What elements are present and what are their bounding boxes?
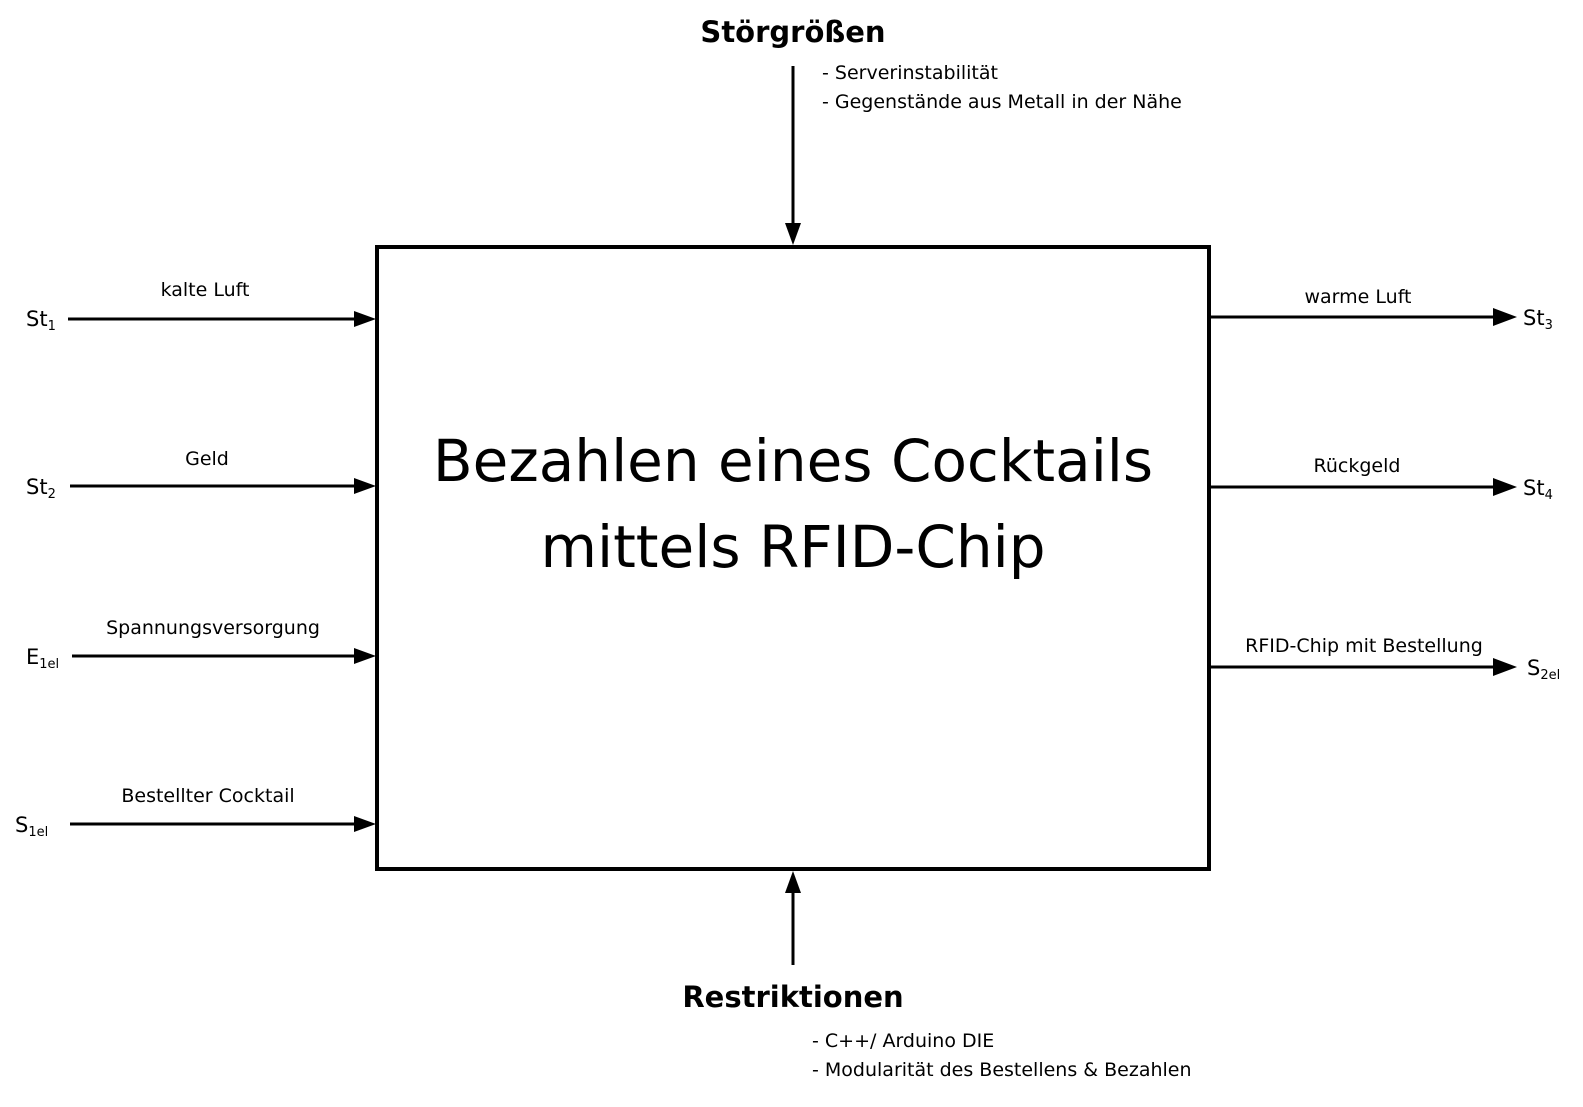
port-symbol: S xyxy=(1527,656,1541,680)
input-arrowhead-4 xyxy=(354,816,376,832)
input-port-3: E1el xyxy=(26,644,59,678)
input-label-4: Bestellter Cocktail xyxy=(121,785,295,807)
port-index: 1 xyxy=(47,319,56,334)
output-arrowhead-3 xyxy=(1493,658,1517,676)
input-label-3: Spannungsversorgung xyxy=(106,617,320,639)
output-port-2: St4 xyxy=(1523,475,1553,509)
input-label-1: kalte Luft xyxy=(160,279,250,301)
input-arrowhead-1 xyxy=(354,311,376,327)
output-label-3: RFID-Chip mit Bestellung xyxy=(1245,635,1483,657)
restriction-arrowhead xyxy=(785,871,801,893)
output-label-1: warme Luft xyxy=(1304,286,1412,308)
port-index: 1el xyxy=(39,657,60,672)
output-port-1: St3 xyxy=(1523,305,1553,339)
port-symbol: E xyxy=(26,645,40,669)
disturbances-list: - Serverinstabilität - Gegenstände aus M… xyxy=(822,59,1182,117)
process-title: Bezahlen eines Cocktails mittels RFID-Ch… xyxy=(377,247,1209,869)
port-index: 1el xyxy=(28,825,49,840)
input-port-2: St2 xyxy=(26,474,56,508)
port-symbol: St xyxy=(1523,476,1545,500)
input-arrowhead-2 xyxy=(354,478,376,494)
input-port-1: St1 xyxy=(26,306,56,340)
port-symbol: S xyxy=(15,813,29,837)
input-label-2: Geld xyxy=(185,448,229,470)
restrictions-heading: Restriktionen xyxy=(682,980,904,1014)
disturbance-item: - Serverinstabilität xyxy=(822,62,998,84)
output-label-2: Rückgeld xyxy=(1313,455,1401,477)
port-symbol: St xyxy=(26,307,48,331)
process-title-line-1: Bezahlen eines Cocktails xyxy=(432,427,1154,495)
port-index: 4 xyxy=(1544,488,1553,503)
input-port-4: S1el xyxy=(15,812,48,846)
restriction-item: - Modularität des Bestellens & Bezahlen xyxy=(812,1059,1192,1081)
port-index: 2 xyxy=(47,487,56,502)
output-arrowhead-1 xyxy=(1493,308,1517,326)
port-index: 2el xyxy=(1540,668,1561,683)
restrictions-list: - C++/ Arduino DIE - Modularität des Bes… xyxy=(812,1027,1192,1085)
output-port-3: S2el xyxy=(1527,655,1560,689)
port-symbol: St xyxy=(26,475,48,499)
port-index: 3 xyxy=(1544,318,1553,333)
restriction-item: - C++/ Arduino DIE xyxy=(812,1030,995,1052)
disturbance-arrowhead xyxy=(785,223,801,245)
output-arrowhead-2 xyxy=(1493,478,1517,496)
process-title-line-2: mittels RFID-Chip xyxy=(540,513,1046,581)
process-box xyxy=(375,245,1211,871)
input-arrowhead-3 xyxy=(354,648,376,664)
port-symbol: St xyxy=(1523,306,1545,330)
disturbances-heading: Störgrößen xyxy=(700,15,886,49)
disturbance-item: - Gegenstände aus Metall in der Nähe xyxy=(822,91,1182,113)
